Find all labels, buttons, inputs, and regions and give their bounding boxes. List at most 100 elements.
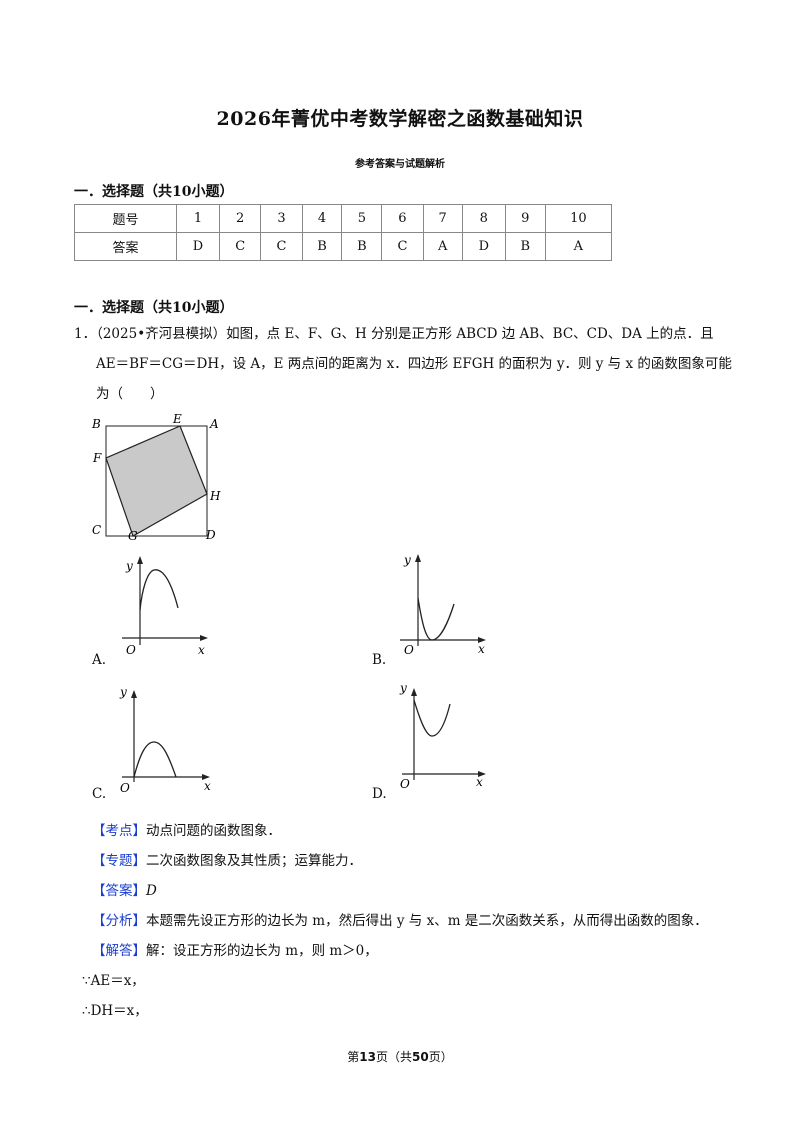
zhuanti-line: 【专题】二次函数图象及其性质；运算能力．	[92, 846, 732, 876]
x-arrow-icon	[200, 635, 208, 641]
table-cell: C	[381, 232, 424, 261]
x-arrow-icon	[478, 771, 486, 777]
curve	[133, 741, 177, 778]
page-subtitle: 参考答案与试题解析	[355, 159, 445, 170]
table-cell: B	[301, 232, 343, 261]
analysis-block: 【考点】动点问题的函数图象． 【专题】二次函数图象及其性质；运算能力． 【答案】…	[82, 816, 732, 1026]
zhuanti-text: 二次函数图象及其性质；运算能力．	[146, 853, 362, 869]
label-c: C	[92, 523, 101, 537]
footer-pre: 第	[347, 1050, 360, 1064]
fenxi-tag: 【分析】	[92, 913, 146, 929]
step-2: ∴DH＝x，	[82, 1003, 148, 1019]
axis-label-x: x	[204, 779, 211, 792]
page-footer: 第13页（共50页）	[0, 1048, 800, 1065]
label-b: B	[91, 417, 101, 431]
label-h: H	[209, 489, 221, 503]
square-abcd	[105, 425, 208, 537]
curve	[417, 597, 455, 641]
graph-option-a: y x O	[122, 556, 208, 657]
table-cell: D	[461, 232, 506, 261]
axis-label-x: x	[478, 642, 485, 656]
graph-option-b: y x O	[400, 553, 486, 657]
daan-tag: 【答案】	[92, 883, 146, 899]
table-row: 答案 D C C B B C A D B A	[74, 232, 613, 261]
origin-label: O	[404, 643, 414, 657]
label-f: F	[92, 451, 102, 465]
table-cell: 2	[219, 204, 262, 233]
question-line-1: 1．（2025•齐河县模拟）如图，点 E、F、G、H 分别是正方形 ABCD 边…	[74, 319, 734, 349]
question-source: （2025•齐河县模拟）	[96, 326, 227, 342]
option-c-label: C.	[92, 786, 107, 802]
table-cell: 5	[341, 204, 383, 233]
table-header-cell: 答案	[74, 232, 177, 261]
question-text-1: 如图，点 E、F、G、H 分别是正方形 ABCD 边 AB、BC、CD、DA 上…	[226, 326, 714, 342]
axis-label-x: x	[476, 775, 483, 789]
section-heading-2: 一．选择题（共10小题）	[74, 300, 234, 316]
table-cell: 8	[461, 204, 506, 233]
kaodian-text: 动点问题的函数图象．	[146, 823, 281, 839]
table-cell: 6	[381, 204, 424, 233]
axis-label-y: y	[399, 681, 407, 695]
y-arrow-icon	[415, 554, 421, 562]
label-g: G	[128, 529, 138, 542]
quadrilateral-efgh	[105, 425, 208, 537]
axis-label-y: y	[403, 553, 411, 567]
label-a: A	[209, 417, 219, 431]
option-b-label: B.	[372, 652, 387, 668]
table-cell: B	[504, 232, 546, 261]
table-cell: 10	[544, 204, 613, 233]
label-d: D	[205, 528, 216, 542]
curve	[413, 699, 451, 737]
step-1: ∵AE＝x，	[82, 973, 145, 989]
table-cell: 4	[301, 204, 343, 233]
x-arrow-icon	[202, 774, 210, 780]
footer-total-pages: 50	[412, 1050, 429, 1064]
origin-label: O	[120, 781, 130, 792]
daan-text: D	[146, 883, 157, 899]
graph-option-d: y x O	[399, 681, 486, 790]
label-e: E	[172, 412, 182, 426]
kaodian-line: 【考点】动点问题的函数图象．	[92, 816, 732, 846]
table-cell: 9	[504, 204, 546, 233]
table-cell: 7	[422, 204, 463, 233]
table-cell: 3	[260, 204, 303, 233]
fenxi-text: 本题需先设正方形的边长为 m，然后得出 y 与 x、m 是二次函数关系，从而得出…	[146, 913, 708, 929]
axis-label-x: x	[198, 643, 205, 657]
table-cell: C	[260, 232, 303, 261]
option-a-label: A.	[92, 652, 107, 668]
y-arrow-icon	[411, 688, 417, 696]
axis-label-y: y	[119, 685, 127, 699]
question-1: 1．（2025•齐河县模拟）如图，点 E、F、G、H 分别是正方形 ABCD 边…	[74, 319, 734, 409]
table-header-cell: 题号	[74, 204, 177, 233]
footer-page-number: 13	[359, 1050, 376, 1064]
question-text-3: 为（ ）	[96, 386, 164, 402]
answer-table: 题号 1 2 3 4 5 6 7 8 9 10 答案 D C C B B C A…	[74, 204, 613, 261]
jieda-line: 【解答】解：设正方形的边长为 m，则 m＞0，	[92, 936, 732, 966]
table-cell: A	[422, 232, 463, 261]
table-cell: A	[544, 232, 613, 261]
jieda-text: 解：设正方形的边长为 m，则 m＞0，	[146, 943, 378, 959]
graph-option-c: y x O	[119, 685, 211, 792]
table-cell: D	[175, 232, 221, 261]
daan-line: 【答案】D	[92, 876, 732, 906]
origin-label: O	[400, 777, 410, 790]
section-heading-1: 一．选择题（共10小题）	[74, 184, 234, 200]
option-d-label: D.	[372, 786, 387, 802]
curve	[139, 569, 179, 611]
fenxi-line: 【分析】本题需先设正方形的边长为 m，然后得出 y 与 x、m 是二次函数关系，…	[92, 906, 732, 936]
jieda-tag: 【解答】	[92, 943, 146, 959]
table-row: 题号 1 2 3 4 5 6 7 8 9 10	[74, 204, 613, 233]
x-arrow-icon	[478, 637, 486, 643]
origin-label: O	[126, 643, 136, 657]
page-title: 2026年菁优中考数学解密之函数基础知识	[216, 108, 584, 130]
table-cell: C	[219, 232, 262, 261]
footer-post: 页）	[428, 1050, 453, 1064]
table-cell: 1	[175, 204, 221, 233]
square-figure: B E A F H C G D	[91, 412, 221, 542]
table-cell: B	[341, 232, 383, 261]
footer-mid: 页（共	[375, 1050, 412, 1064]
y-arrow-icon	[137, 556, 143, 564]
kaodian-tag: 【考点】	[92, 823, 146, 839]
axis-label-y: y	[125, 559, 133, 573]
zhuanti-tag: 【专题】	[92, 853, 146, 869]
